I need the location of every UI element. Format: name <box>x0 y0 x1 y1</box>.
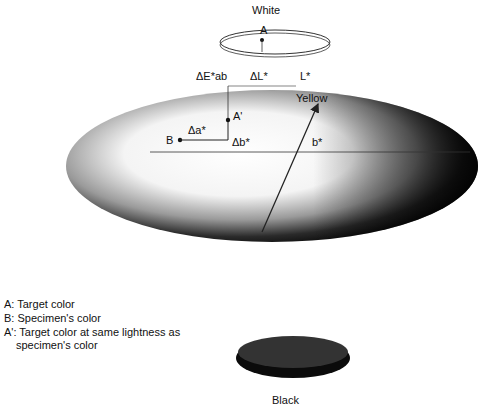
point-a-prime <box>226 118 230 122</box>
pole-label: White <box>252 4 280 17</box>
legend-note: A: Target color <box>4 298 75 311</box>
black-disc-top <box>238 336 348 368</box>
chroma-disc <box>66 90 478 242</box>
bracket-line <box>228 86 296 87</box>
axis-label: b* <box>312 136 322 149</box>
a-drop-line <box>262 40 263 52</box>
delta-b-line <box>228 121 229 140</box>
delta-label: Δb* <box>232 136 250 149</box>
delta-a-line <box>180 140 228 141</box>
hue-label: Yellow <box>296 92 327 105</box>
b-axis-arrow <box>262 104 318 232</box>
point-label: B <box>166 134 173 147</box>
point-label: A' <box>233 110 242 123</box>
axis-label: ΔL* <box>250 70 268 83</box>
axis-label: L* <box>300 70 310 83</box>
point-label: A <box>260 24 267 37</box>
legend-note: A': Target color at same lightness as sp… <box>4 326 186 351</box>
white-disc <box>220 30 330 54</box>
a-axis <box>150 152 470 153</box>
delta-l-line <box>228 86 229 118</box>
white-disc-edge <box>220 33 330 57</box>
pole-label: Black <box>272 394 299 407</box>
legend-note: B: Specimen's color <box>4 312 101 325</box>
delta-label: Δa* <box>188 124 206 137</box>
axis-label: ΔE*ab <box>196 70 227 83</box>
chroma-disc-shade <box>66 90 478 242</box>
